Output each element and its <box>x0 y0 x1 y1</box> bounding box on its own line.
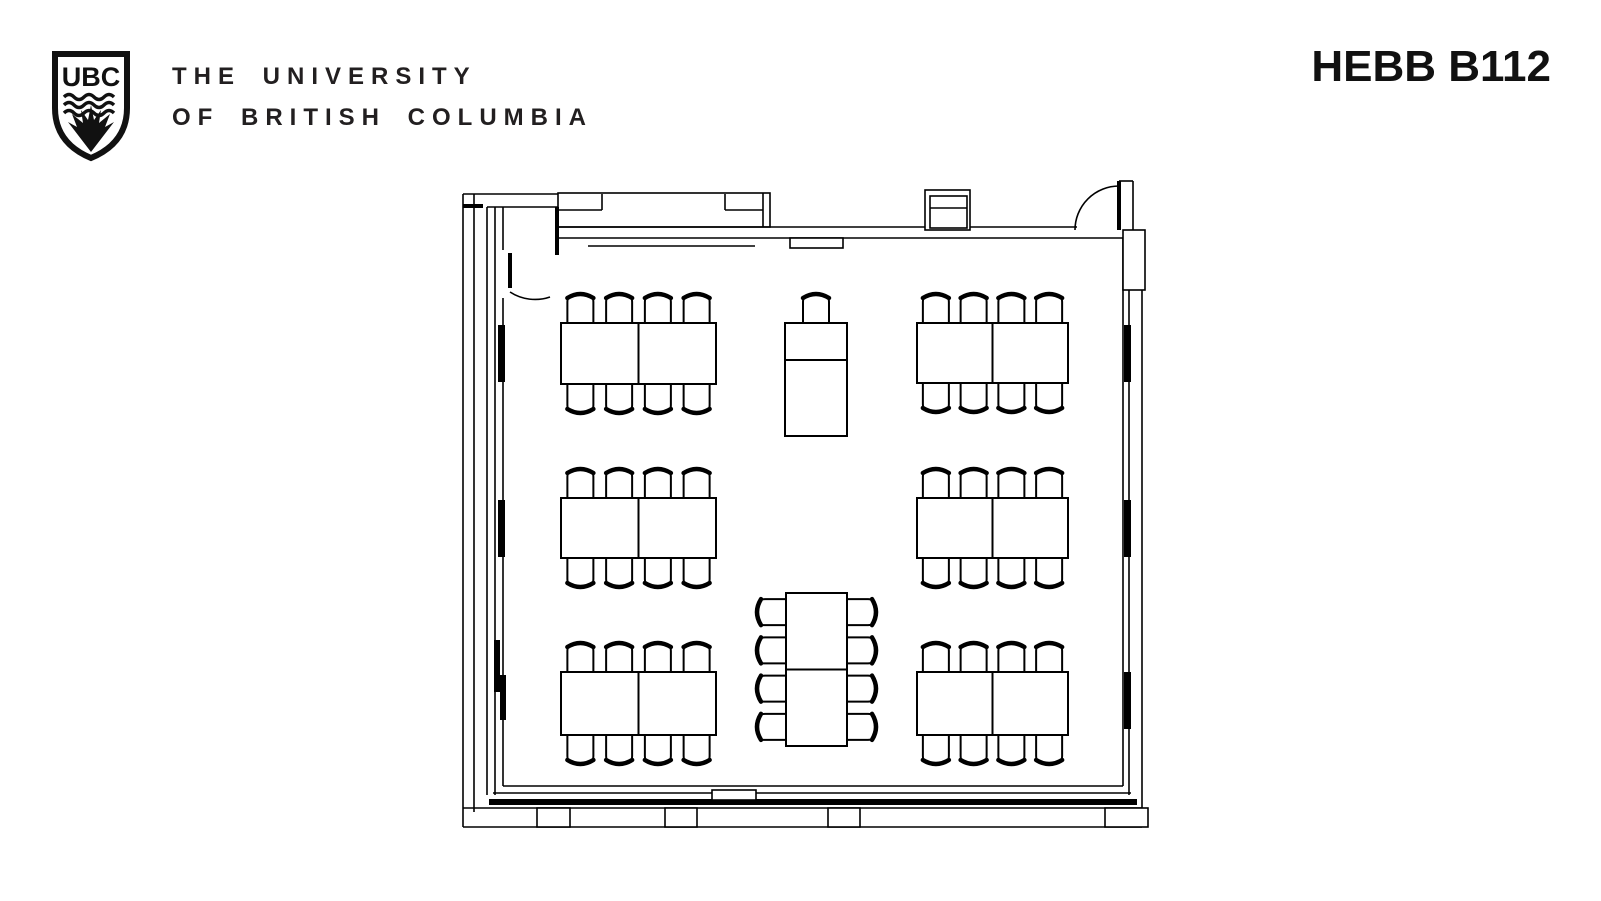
chair <box>920 734 952 767</box>
chair <box>565 557 596 590</box>
chair <box>996 382 1027 415</box>
wall-pilaster <box>536 807 571 828</box>
table-group-west <box>560 466 717 590</box>
crest-acronym: UBC <box>62 62 121 92</box>
chair <box>642 291 674 324</box>
chair <box>1033 466 1065 499</box>
table-group-east <box>916 466 1069 590</box>
chair <box>603 383 635 416</box>
chair <box>846 673 879 704</box>
chair <box>958 291 989 324</box>
table-group-southeast <box>916 640 1069 767</box>
table-group-northeast <box>916 291 1069 415</box>
university-line1: THE UNIVERSITY <box>172 63 477 90</box>
chair <box>1033 557 1065 590</box>
chair <box>920 291 952 324</box>
chair <box>996 291 1027 324</box>
chair <box>565 640 596 673</box>
crest-waves <box>62 92 116 118</box>
chair <box>642 734 674 767</box>
chair <box>754 596 787 628</box>
chair <box>681 640 712 673</box>
chair <box>642 466 674 499</box>
chair <box>603 291 635 324</box>
wall-column-right <box>1122 229 1146 291</box>
chair <box>603 466 635 499</box>
ubc-logo: UBC <box>52 51 130 162</box>
door-swing-left <box>509 291 551 301</box>
chair <box>800 291 832 324</box>
chair <box>920 640 952 673</box>
chair <box>846 635 879 666</box>
chair <box>681 291 712 324</box>
room-title: HEBB B112 <box>1311 42 1551 91</box>
wall-pilaster <box>827 807 861 828</box>
chair <box>642 557 674 590</box>
chair <box>1033 291 1065 324</box>
chair <box>681 557 712 590</box>
chair <box>642 383 674 416</box>
wall-bottom-band <box>489 799 1137 805</box>
chair <box>920 557 952 590</box>
chair <box>754 635 787 666</box>
university-wordmark: THE UNIVERSITY OF BRITISH COLUMBIA <box>172 56 593 138</box>
instructor-podium <box>784 291 848 437</box>
table-group-northwest <box>560 291 717 416</box>
floor-box <box>711 789 757 801</box>
chair <box>958 382 989 415</box>
chair <box>920 382 952 415</box>
chair <box>958 466 989 499</box>
equipment-cabinet-inner <box>929 195 968 229</box>
chair <box>958 734 989 767</box>
wall-pilaster <box>664 807 698 828</box>
wall-pilaster <box>1104 807 1149 828</box>
chair <box>754 711 787 743</box>
chair <box>603 640 635 673</box>
crest-sunburst <box>68 105 114 152</box>
chair <box>996 557 1027 590</box>
chair <box>681 466 712 499</box>
chair <box>681 383 712 416</box>
chair <box>603 557 635 590</box>
chair <box>565 734 596 767</box>
chair <box>958 640 989 673</box>
chair <box>565 383 596 416</box>
floor-plan <box>462 180 1149 828</box>
window-mullions-right <box>1124 325 1131 729</box>
chair <box>642 640 674 673</box>
chair <box>681 734 712 767</box>
chair <box>958 557 989 590</box>
chair <box>846 711 879 743</box>
chair <box>996 466 1027 499</box>
furniture-layer <box>560 291 1069 767</box>
chair <box>565 466 596 499</box>
projection-screen <box>789 237 844 249</box>
door-swing-right <box>1074 185 1120 231</box>
chair <box>565 291 596 324</box>
podium-surface <box>784 322 848 437</box>
chair <box>996 640 1027 673</box>
chair <box>920 466 952 499</box>
chair <box>1033 734 1065 767</box>
table-group-southwest <box>560 640 717 767</box>
university-line2: OF BRITISH COLUMBIA <box>172 104 593 131</box>
chair <box>1033 640 1065 673</box>
chair <box>603 734 635 767</box>
room-walls <box>462 180 1149 828</box>
table-group-center <box>754 592 879 747</box>
chair <box>754 673 787 704</box>
chair <box>1033 382 1065 415</box>
chair <box>846 596 879 628</box>
chair <box>996 734 1027 767</box>
window-mullions-left <box>494 325 506 720</box>
